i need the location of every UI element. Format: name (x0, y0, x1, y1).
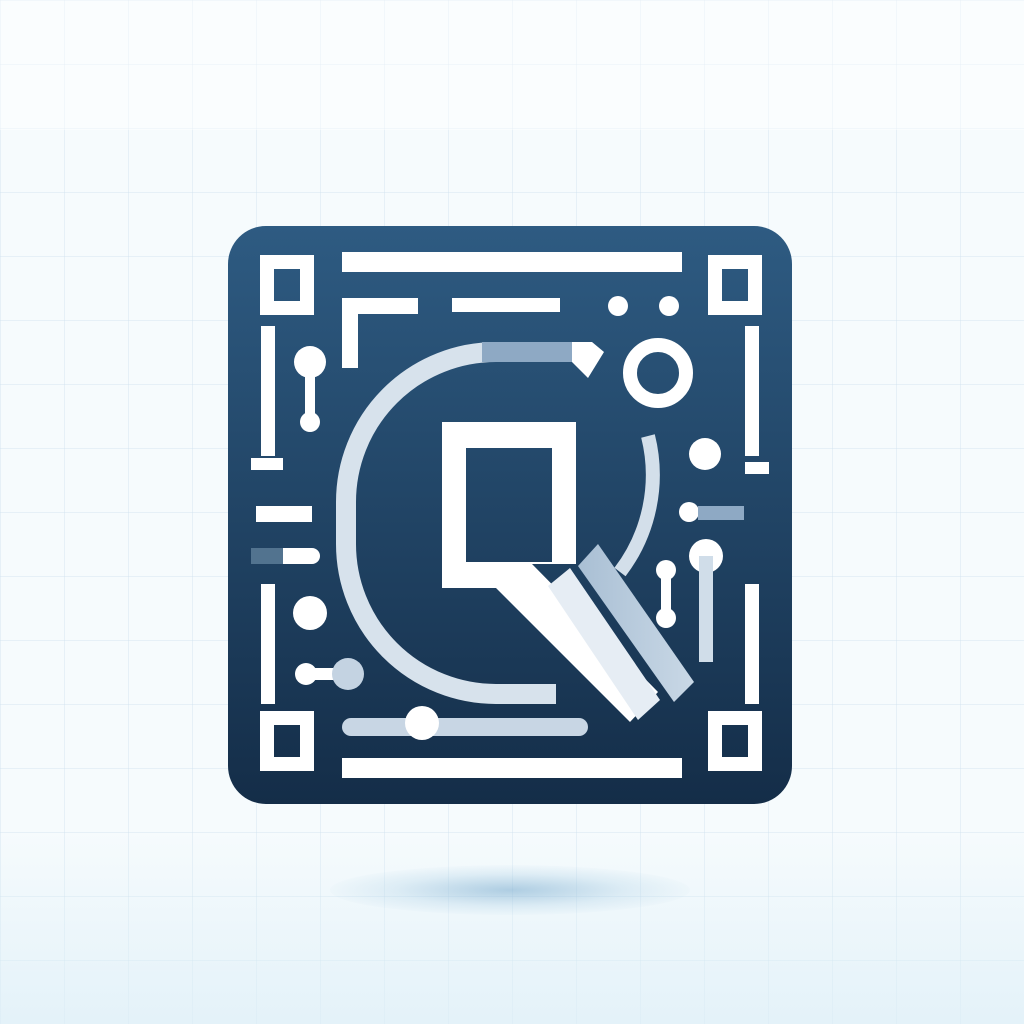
top-traces (342, 296, 679, 368)
top-light-band (0, 0, 1024, 130)
q-arc-tip (572, 342, 604, 378)
bottom-trace (342, 706, 588, 740)
corner-markers (260, 255, 762, 771)
right-nodes (656, 438, 744, 662)
q-tail-stripe (578, 544, 694, 702)
q-outer-arc (336, 342, 572, 704)
circuit-letter-q-icon (228, 226, 792, 804)
logo-drop-shadow (330, 865, 690, 915)
circuit-q-logo (228, 226, 792, 804)
q-right-arc (614, 434, 660, 577)
left-trace-muted (251, 548, 283, 564)
q-tail-stripe-2 (548, 568, 660, 720)
frame-lines (251, 252, 769, 778)
ring-node (623, 338, 693, 408)
left-node-muted (332, 658, 364, 690)
left-nodes (256, 346, 346, 685)
bottom-floor-band (0, 830, 1024, 1024)
